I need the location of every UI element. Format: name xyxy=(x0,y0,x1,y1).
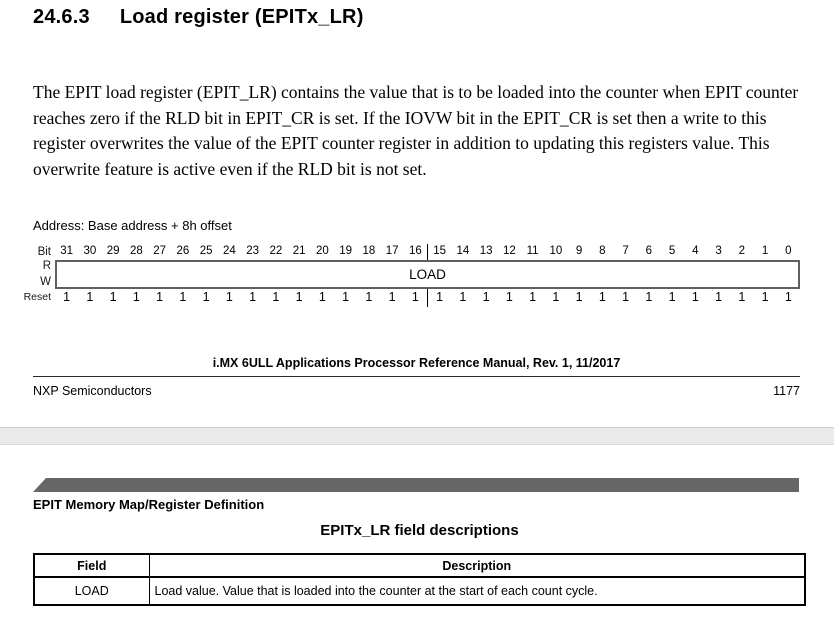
bit-number: 17 xyxy=(385,245,399,257)
bit-number: 23 xyxy=(246,245,260,257)
reset-value: 1 xyxy=(86,290,94,304)
reset-value: 1 xyxy=(622,290,630,304)
reset-value: 1 xyxy=(459,290,467,304)
bit-number: 21 xyxy=(292,245,306,257)
bit-number: 13 xyxy=(479,245,493,257)
footer-manual-title: i.MX 6ULL Applications Processor Referen… xyxy=(212,356,621,370)
description-column-header: Description xyxy=(148,553,806,578)
description-cell: Load value. Value that is loaded into th… xyxy=(148,576,806,606)
address-line: Address: Base address + 8h offset xyxy=(33,218,232,233)
reset-value: 1 xyxy=(411,290,419,304)
write-label: W xyxy=(40,276,51,288)
reset-value: 1 xyxy=(427,289,451,307)
bit-number: 29 xyxy=(106,245,120,257)
bit-number: 25 xyxy=(199,245,213,257)
page-separator xyxy=(0,427,834,445)
footer-row: NXP Semiconductors 1177 xyxy=(33,384,800,398)
bit-number: 14 xyxy=(456,245,470,257)
reset-value: 1 xyxy=(272,290,280,304)
running-header: EPIT Memory Map/Register Definition xyxy=(33,497,265,512)
reset-value: 1 xyxy=(598,290,606,304)
reset-value: 1 xyxy=(179,290,187,304)
reset-value: 1 xyxy=(225,290,233,304)
bit-number: 20 xyxy=(315,245,329,257)
body-paragraph: The EPIT load register (EPIT_LR) contain… xyxy=(33,82,799,179)
reset-value: 1 xyxy=(505,290,513,304)
bit-number: 27 xyxy=(153,245,167,257)
bit-number: 28 xyxy=(129,245,143,257)
bit-number: 10 xyxy=(549,245,563,257)
section-number: 24.6.3 xyxy=(33,6,90,28)
reset-value: 1 xyxy=(691,290,699,304)
bit-number: 11 xyxy=(526,245,539,257)
reset-value: 1 xyxy=(482,290,490,304)
reset-value: 1 xyxy=(109,290,117,304)
bit-number: 0 xyxy=(785,245,792,257)
bit-number: 2 xyxy=(738,245,746,257)
reset-value: 1 xyxy=(249,290,257,304)
load-field-box: LOAD xyxy=(55,260,800,289)
bit-number: 22 xyxy=(269,245,283,257)
reset-value: 1 xyxy=(202,290,210,304)
bit-number: 3 xyxy=(715,245,722,257)
footer-publisher: NXP Semiconductors xyxy=(33,384,152,398)
section-heading: 24.6.3 Load register (EPITx_LR) xyxy=(33,6,364,29)
bit-number: 12 xyxy=(502,245,516,257)
reset-value: 1 xyxy=(295,290,303,304)
read-label: R xyxy=(42,260,51,272)
reset-value: 1 xyxy=(342,290,350,304)
bit-number: 30 xyxy=(83,245,97,257)
bit-number: 6 xyxy=(645,245,653,257)
field-column-header: Field xyxy=(33,553,150,578)
reset-value: 1 xyxy=(132,290,140,304)
reset-value: 1 xyxy=(784,290,792,304)
bit-number: 4 xyxy=(692,245,699,257)
section-title: Load register (EPITx_LR) xyxy=(119,6,364,28)
reset-value: 1 xyxy=(552,290,560,304)
bit-number: 18 xyxy=(362,245,376,257)
reset-label: Reset xyxy=(23,291,51,303)
bit-number: 1 xyxy=(761,245,769,257)
reset-value: 1 xyxy=(318,290,326,304)
reset-value: 1 xyxy=(645,290,653,304)
reset-value: 1 xyxy=(715,290,723,304)
bit-number: 16 xyxy=(408,245,422,257)
reset-value: 1 xyxy=(63,290,71,304)
reset-value: 1 xyxy=(761,290,769,304)
field-cell: LOAD xyxy=(33,576,150,606)
table-title: EPITx_LR field descriptions xyxy=(320,522,519,539)
reset-value: 1 xyxy=(575,290,583,304)
footer-rule xyxy=(33,376,800,377)
bit-label: Bit xyxy=(37,246,51,258)
bit-number: 5 xyxy=(668,245,676,257)
bit-number: 8 xyxy=(599,245,606,257)
footer-page-number: 1177 xyxy=(773,384,800,398)
bit-number: 19 xyxy=(339,245,353,257)
reset-value: 1 xyxy=(529,290,537,304)
chapter-header-bar xyxy=(33,478,799,492)
reset-value: 1 xyxy=(668,290,676,304)
register-field-row: R W LOAD xyxy=(0,260,800,289)
bit-number: 26 xyxy=(176,245,190,257)
rw-labels: R W xyxy=(0,260,55,289)
table-header: Field Description xyxy=(33,553,806,578)
reset-value: 1 xyxy=(365,290,373,304)
table-header-row: Field Description xyxy=(33,553,806,578)
bit-number: 7 xyxy=(622,245,629,257)
bit-number: 9 xyxy=(575,245,583,257)
bit-number: 24 xyxy=(222,245,236,257)
bit-number: 31 xyxy=(60,245,74,257)
reset-value: 1 xyxy=(156,290,164,304)
reset-value: 1 xyxy=(738,290,746,304)
bit-number: 15 xyxy=(427,244,451,260)
reset-value: 1 xyxy=(388,290,396,304)
